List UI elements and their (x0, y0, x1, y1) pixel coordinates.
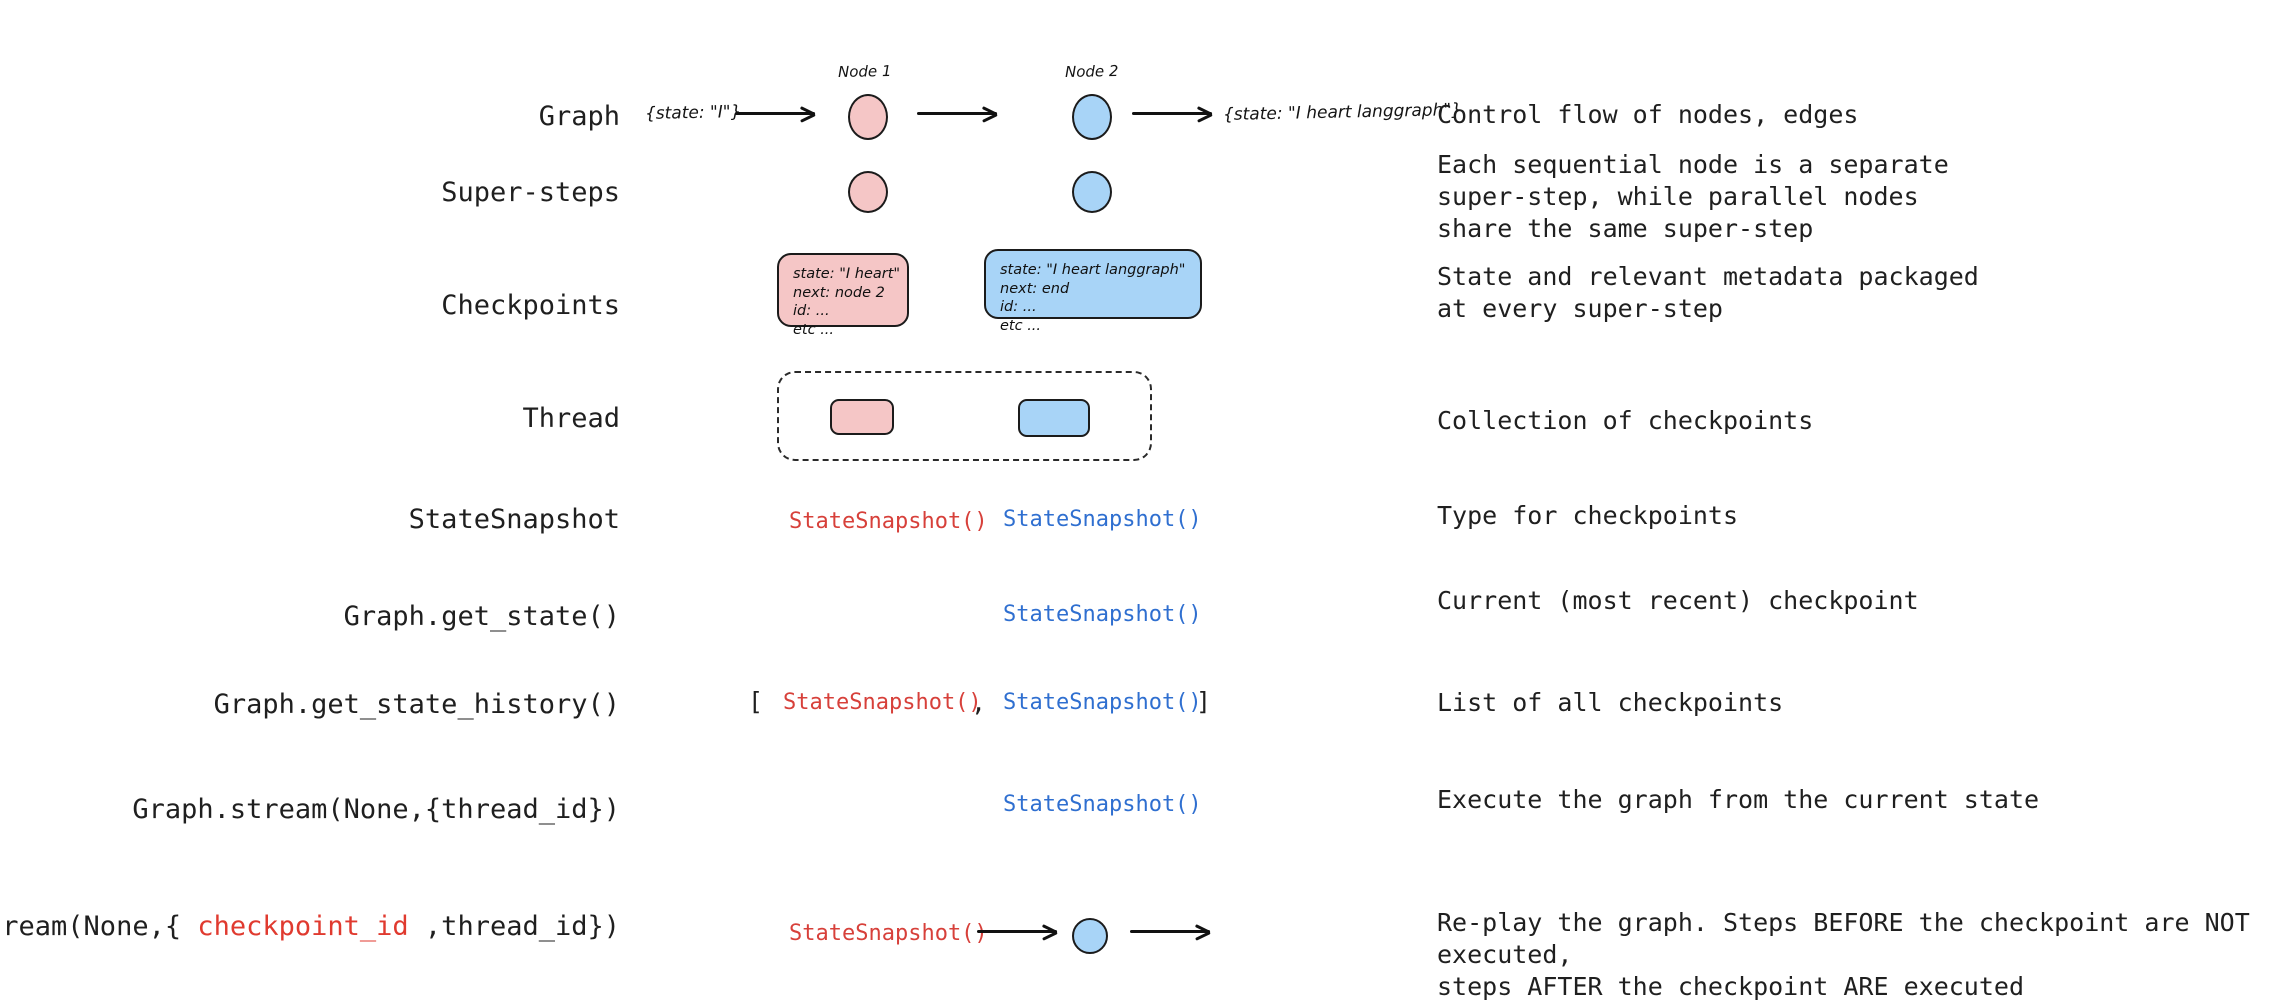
checkpoint-card-blue-line-3: etc ... (1000, 317, 1042, 334)
row-desc-get-state-history: List of all checkpoints (1437, 688, 1784, 717)
arrow-replay-node-to-end (1130, 924, 1211, 941)
checkpoint-card-pink-line-3: etc ... (793, 321, 835, 338)
node-1-label: Node 1 (837, 61, 892, 81)
row-desc-graph: Control flow of nodes, edges (1437, 100, 1859, 129)
row-label-statesnapshot: StateSnapshot (408, 504, 620, 535)
row-label-graph: Graph (538, 101, 620, 132)
superstep-node-2 (1072, 171, 1112, 213)
statesnapshot-token-blue-type: StateSnapshot() (1003, 507, 1202, 532)
statesnapshot-token-stream: StateSnapshot() (1003, 792, 1202, 817)
row-desc-stream-checkpoint: Re-play the graph. Steps BEFORE the chec… (1437, 908, 2250, 1001)
row-label-get-state-history: Graph.get_state_history() (213, 689, 620, 720)
replay-node (1072, 918, 1108, 954)
graph-node-2 (1072, 94, 1112, 140)
checkpoint-card-pink-line-1: next: node 2 (793, 284, 885, 301)
checkpoint-card-pink-line-0: state: "I heart" (793, 266, 901, 282)
history-open-bracket: [ (748, 687, 764, 716)
arrow-input-to-node1 (735, 106, 816, 123)
statesnapshot-token-history-blue: StateSnapshot() (1003, 690, 1202, 715)
row-label-super-steps: Super-steps (441, 177, 620, 208)
checkpoint-card-blue-line-0: state: "I heart langgraph" (1000, 262, 1186, 278)
thread-checkpoint-chip-blue (1018, 399, 1090, 437)
checkpoint-card-blue: state: "I heart langgraph" next: end id:… (984, 249, 1202, 334)
row-label-stream-thread: Graph.stream(None,{thread_id}) (132, 794, 620, 825)
row-desc-checkpoints: State and relevant metadata packaged at … (1437, 262, 1979, 323)
history-close-bracket: ] (1196, 687, 1212, 716)
stream-checkpoint-pre: Graph.stream(None,{ (0, 911, 182, 942)
checkpoint-card-pink: state: "I heart" next: node 2 id: ... et… (777, 253, 909, 338)
row-desc-statesnapshot: Type for checkpoints (1437, 501, 1739, 530)
row-desc-stream-thread: Execute the graph from the current state (1437, 785, 2040, 814)
row-desc-thread: Collection of checkpoints (1437, 406, 1814, 435)
row-desc-super-steps: Each sequential node is a separate super… (1437, 150, 1949, 243)
row-label-get-state: Graph.get_state() (343, 601, 620, 632)
row-label-stream-checkpoint: Graph.stream(None,{ checkpoint_id ,threa… (0, 911, 620, 942)
input-state-label: {state: "I"} (644, 101, 742, 124)
statesnapshot-token-red-type: StateSnapshot() (789, 509, 988, 534)
arrow-replay-to-node (977, 924, 1058, 941)
thread-checkpoint-chip-pink (830, 399, 894, 435)
statesnapshot-token-history-red: StateSnapshot() (783, 690, 982, 715)
row-label-thread: Thread (522, 403, 620, 434)
graph-node-1 (848, 94, 888, 140)
node-2-label: Node 2 (1064, 61, 1119, 81)
stream-checkpoint-highlight: checkpoint_id (197, 911, 409, 942)
statesnapshot-token-get-state: StateSnapshot() (1003, 602, 1202, 627)
superstep-node-1 (848, 171, 888, 213)
checkpoint-card-blue-line-2: id: ... (1000, 299, 1037, 315)
history-comma: , (971, 688, 987, 717)
checkpoint-card-pink-line-2: id: ... (793, 303, 830, 319)
arrow-node1-to-node2 (917, 106, 998, 123)
arrow-node2-to-output (1132, 106, 1213, 123)
statesnapshot-token-replay: StateSnapshot() (789, 921, 988, 946)
output-state-label: {state: "I heart langgraph"} (1222, 99, 1463, 125)
stream-checkpoint-post: ,thread_id}) (408, 911, 620, 942)
row-label-checkpoints: Checkpoints (441, 290, 620, 321)
row-desc-get-state: Current (most recent) checkpoint (1437, 586, 1919, 615)
thread-container (777, 371, 1152, 461)
checkpoint-card-blue-line-1: next: end (1000, 280, 1070, 297)
